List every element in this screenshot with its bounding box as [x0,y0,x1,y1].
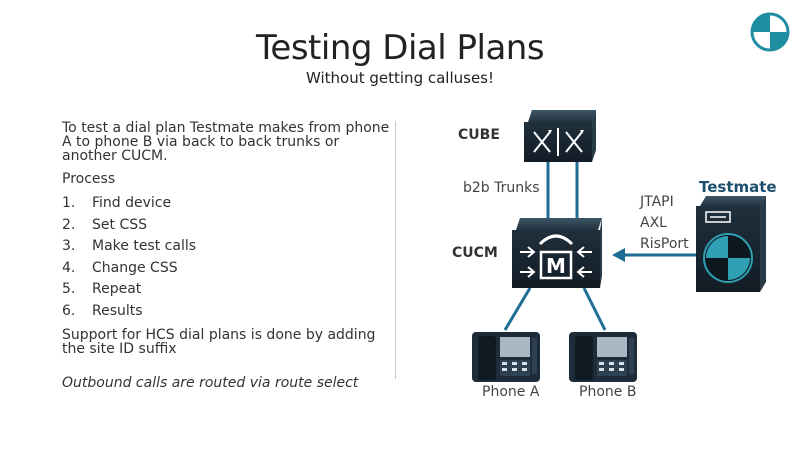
process-step: 4. Change CSS [62,258,392,280]
step-text: Change CSS [92,259,178,276]
phone-b-link [582,287,607,331]
process-step: 1. Find device [62,193,392,215]
step-text: Make test calls [92,238,197,254]
process-step: 6. Results [62,301,392,323]
outbound-note: Outbound calls are routed via route sele… [62,375,359,391]
process-step: 2. Set CSS [62,215,392,237]
step-number: 4. [62,259,76,276]
step-text: Find device [92,195,172,211]
testmate-link-arrowhead [612,248,625,262]
testmate-label: Testmate [699,178,777,196]
step-number: 2. [62,216,76,233]
svg-text:M: M [546,254,566,278]
support-paragraph: Support for HCS dial plans is done by ad… [62,327,376,357]
cucm-label: CUCM [452,245,498,261]
step-number: 1. [62,195,76,211]
protocol-label: JTAPI [640,194,674,210]
step-text: Results [92,302,143,319]
left-text-block: To test a dial plan Testmate makes from … [62,121,392,364]
step-number: 6. [62,302,76,319]
testmate-logo-icon [750,12,790,52]
step-text: Repeat [92,281,142,297]
step-number: 3. [62,238,76,254]
phone-b-icon [569,332,637,382]
step-number: 5. [62,281,76,297]
step-text: Set CSS [92,216,147,233]
column-divider [395,121,396,379]
phone-a-icon [472,332,540,382]
cube-router-icon [524,110,596,162]
phone-a-label: Phone A [482,384,540,400]
process-label: Process [62,171,116,187]
slide-title: Testing Dial Plans [255,28,545,68]
phone-a-link [503,287,532,331]
cube-label: CUBE [458,127,500,143]
intro-paragraph: To test a dial plan Testmate makes from … [62,120,390,164]
cucm-server-icon: M [512,218,602,288]
protocol-label: RisPort [640,236,689,252]
trunks-label: b2b Trunks [463,180,540,196]
process-step: 5. Repeat [62,279,392,301]
slide-subtitle: Without getting calluses! [305,69,495,87]
testmate-appliance-icon [696,196,766,292]
protocol-label: AXL [640,215,667,231]
phone-b-label: Phone B [579,384,637,400]
process-steps-list: 1. Find device 2. Set CSS 3. Make test call… [62,193,392,322]
process-step: 3. Make test calls [62,236,392,258]
